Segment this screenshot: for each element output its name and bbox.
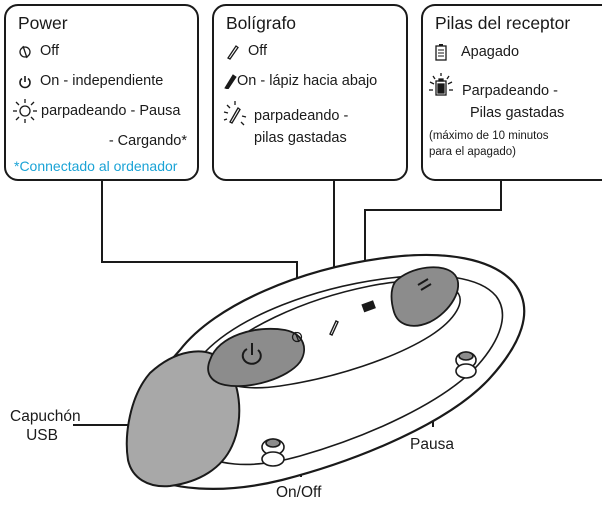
pen-status-panel: Bolígrafo Off On - lápiz hacia abajo par… [212,4,408,181]
power-led-icon [291,331,303,343]
power-charging-label: - Cargando* [108,133,187,149]
pause-callout: Pausa [410,436,454,453]
usb-cap-label-1: Capuchón [10,408,81,425]
pen-off-icon [227,45,239,60]
pen-blink-label-1: parpadeando - [254,108,349,124]
pen-led-icon [329,320,339,336]
onoff-callout: On/Off [276,484,322,501]
power-off-label: Off [40,43,60,59]
front-foot-left [261,438,285,467]
pen-blink-icon [223,101,247,126]
leader-battery [364,181,502,302]
power-connected-note: *Connectado al ordenador [14,158,178,174]
pause-button-shape[interactable] [390,266,460,327]
usb-cap-label-2: USB [26,427,58,444]
pen-title: Bolígrafo [226,13,297,33]
battery-led-icon [361,300,376,313]
power-on-icon [19,76,31,89]
battery-note-1: (máximo de 10 minutos [429,130,549,142]
pause-button-icon [417,278,432,291]
onoff-button-shape[interactable] [207,327,305,387]
power-blink-icon [13,99,37,123]
battery-note-2: para el apagado) [429,146,516,158]
battery-blink-icon [429,73,453,96]
pen-blink-label-2: pilas gastadas [254,130,347,146]
battery-status-panel: Pilas del receptor Apagado Parpadeando -… [421,4,602,181]
power-title: Power [18,13,68,33]
battery-blink-label-1: Parpadeando - [462,83,558,99]
rear-foot-right [455,351,477,379]
power-off-icon [19,45,31,59]
power-blink-label: parpadeando - Pausa [41,103,181,119]
battery-off-icon [435,44,447,61]
power-status-panel: Power Off On - independiente parpadeando… [4,4,199,181]
usb-cap-callout: Capuchón USB [10,407,81,445]
device-ridge [197,274,504,466]
power-button-icon [241,343,262,365]
power-on-label: On - independiente [40,73,164,89]
battery-title: Pilas del receptor [435,13,571,33]
pen-on-label: On - lápiz hacia abajo [237,73,378,89]
battery-blink-label-2: Pilas gastadas [470,105,565,121]
battery-off-label: Apagado [461,44,520,60]
pen-off-label: Off [248,43,268,59]
pen-on-icon [224,74,237,89]
